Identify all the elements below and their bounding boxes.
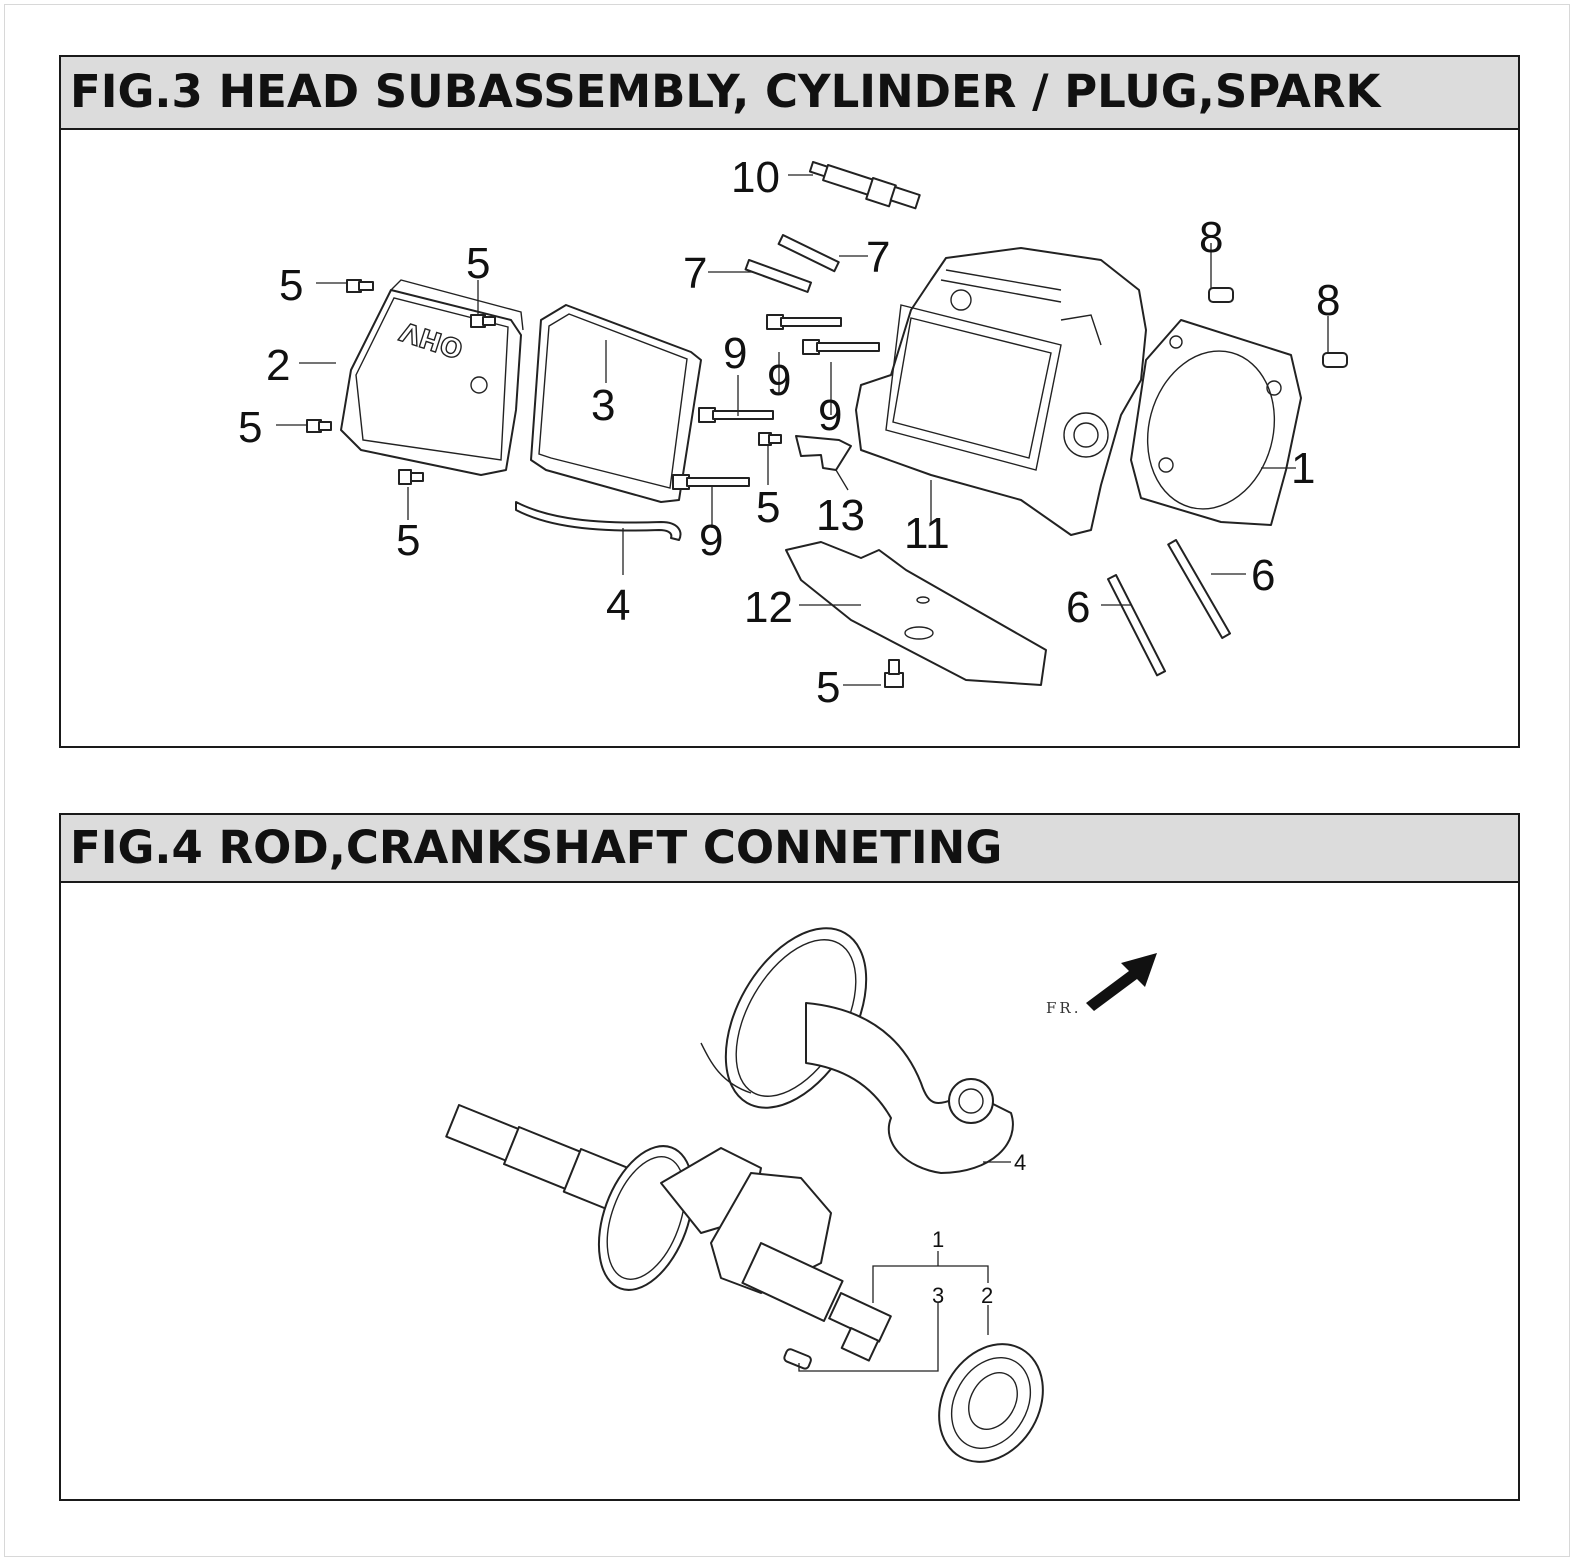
fig3-drawing: 10 5 5 2 5 5 3 4 7 7 9 9 9 9 5 13 12 5 1… — [238, 153, 1348, 712]
callout-12: 12 — [744, 583, 793, 632]
head-gasket-part — [1130, 319, 1302, 526]
fig4-diagram: FR. — [61, 883, 1518, 1499]
callout-7b: 7 — [866, 233, 890, 282]
page-border — [4, 4, 1570, 1557]
callout-5e: 5 — [756, 483, 780, 532]
breather-tube-part — [515, 501, 682, 541]
flange-bolts-9 — [672, 314, 880, 490]
callout-4: 4 — [1014, 1150, 1026, 1175]
fig3-leader-lines — [276, 174, 1329, 686]
fig3-panel: FIG.3 HEAD SUBASSEMBLY, CYLINDER / PLUG,… — [59, 55, 1520, 748]
valve-cover-part — [340, 279, 524, 476]
cylinder-head-part — [855, 247, 1147, 536]
callout-3: 3 — [591, 381, 615, 430]
long-studs-6 — [1106, 539, 1231, 677]
shroud-plate-part — [785, 541, 1047, 686]
callout-9b: 9 — [767, 356, 791, 405]
fig4-drawing: FR. — [445, 927, 1157, 1463]
dowel-pins-8 — [1208, 287, 1348, 368]
bracket-part — [795, 435, 852, 471]
callout-8a: 8 — [1199, 213, 1223, 262]
callout-2: 2 — [981, 1283, 993, 1308]
gasket-part — [530, 304, 702, 503]
fig3-title: FIG.3 HEAD SUBASSEMBLY, CYLINDER / PLUG,… — [61, 57, 1518, 130]
woodruff-key-part — [783, 1348, 812, 1370]
callout-10: 10 — [731, 153, 780, 202]
callout-6b: 6 — [1251, 551, 1275, 600]
fig4-callouts: 4 1 3 2 — [932, 1150, 1026, 1308]
callout-1: 1 — [1291, 444, 1315, 493]
callout-5a: 5 — [279, 261, 303, 310]
callout-1: 1 — [932, 1227, 944, 1252]
small-bolts-5 — [306, 279, 904, 688]
crankshaft-part — [445, 1104, 892, 1362]
callout-5b: 5 — [466, 239, 490, 288]
callout-9c: 9 — [818, 391, 842, 440]
fig4-title: FIG.4 ROD,CRANKSHAFT CONNETING — [61, 815, 1518, 883]
callout-7a: 7 — [683, 249, 707, 298]
callout-5d: 5 — [396, 516, 420, 565]
callout-4: 4 — [606, 581, 630, 630]
stud-bolts-7 — [744, 233, 840, 293]
front-direction-arrow-icon — [1086, 953, 1157, 1011]
connecting-rod-part — [700, 927, 1014, 1174]
callout-3: 3 — [932, 1283, 944, 1308]
callout-13: 13 — [816, 491, 865, 540]
fig4-panel: FIG.4 ROD,CRANKSHAFT CONNETING FR. — [59, 813, 1520, 1501]
callout-11: 11 — [904, 509, 950, 558]
spark-plug-part — [808, 161, 921, 210]
fig3-diagram: 10 5 5 2 5 5 3 4 7 7 9 9 9 9 5 13 12 5 1… — [61, 130, 1518, 746]
callout-5c: 5 — [238, 403, 262, 452]
callout-9d: 9 — [699, 516, 723, 565]
callout-5f: 5 — [816, 663, 840, 712]
callout-2: 2 — [266, 341, 290, 390]
fig4-leader-lines — [798, 1161, 1011, 1372]
front-direction-label: FR. — [1046, 999, 1081, 1017]
bearing-part — [938, 1343, 1044, 1463]
callout-8b: 8 — [1316, 276, 1340, 325]
callout-6a: 6 — [1066, 583, 1090, 632]
callout-9a: 9 — [723, 329, 747, 378]
fig3-callouts: 10 5 5 2 5 5 3 4 7 7 9 9 9 9 5 13 12 5 1… — [238, 153, 1340, 712]
